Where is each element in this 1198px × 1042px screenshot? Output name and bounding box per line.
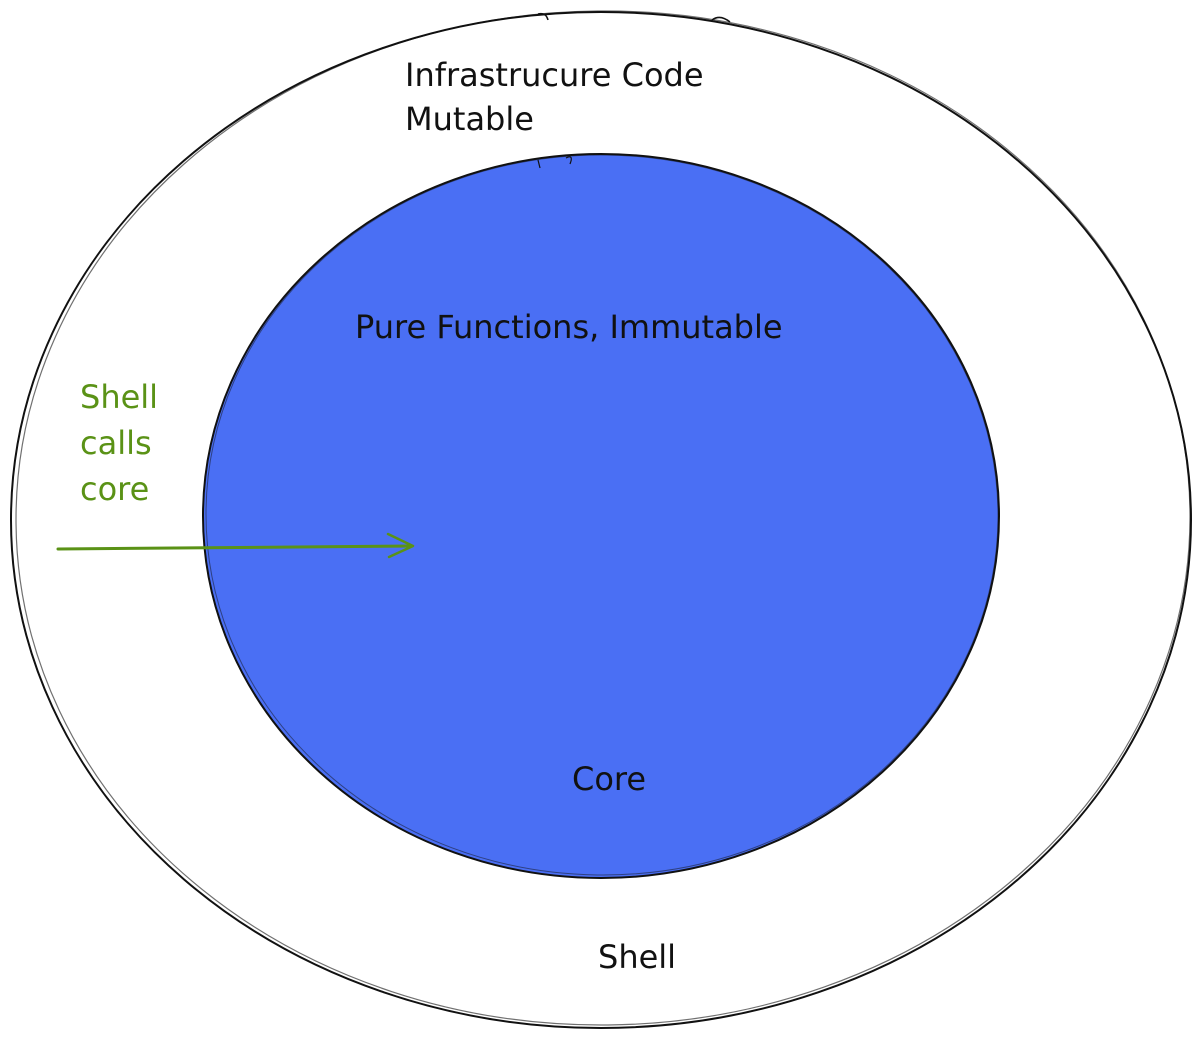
call-arrow	[56, 532, 415, 559]
annotation: Shell calls core	[80, 378, 158, 508]
core-label: Core	[572, 760, 646, 798]
annotation-line3: core	[80, 470, 149, 508]
shell-circle	[10, 10, 1192, 1029]
core-circle	[202, 153, 1000, 879]
shell-label: Shell	[598, 938, 676, 976]
annotation-line1: Shell	[80, 378, 158, 416]
core-description: Pure Functions, Immutable	[355, 308, 783, 346]
shell-title-line2: Mutable	[405, 100, 534, 138]
shell-title-line1: Infrastrucure Code	[405, 56, 704, 94]
annotation-line2: calls	[80, 424, 152, 462]
